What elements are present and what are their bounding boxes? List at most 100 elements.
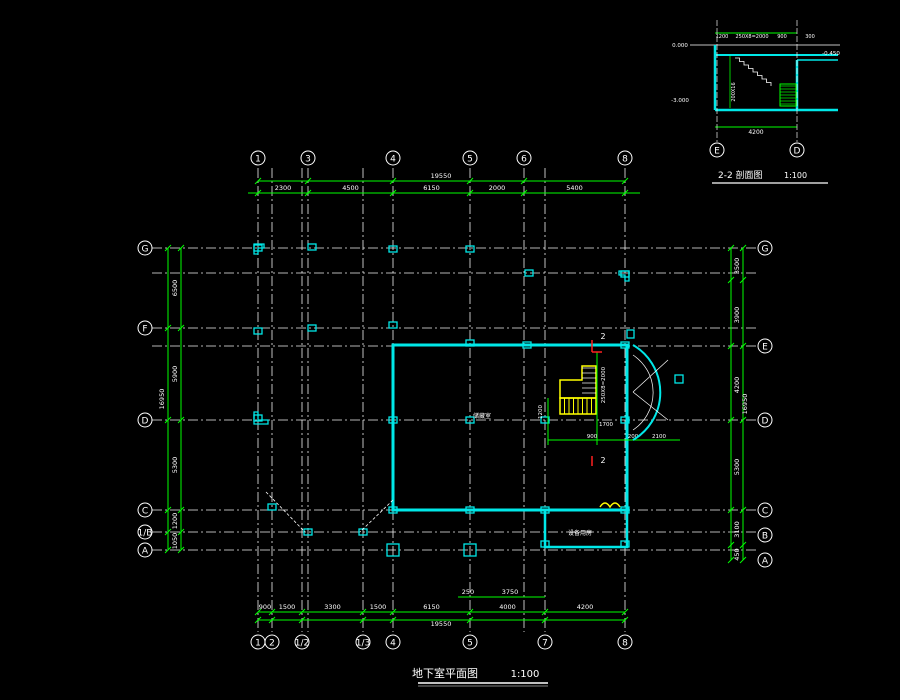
axis-bubble-right-label: D [762, 417, 769, 427]
dim-tick [177, 324, 185, 332]
axis-bubble-left [137, 542, 153, 558]
axis-bubble-right [757, 412, 773, 428]
bay-radius [632, 359, 669, 393]
axis-bubble-top-label: 3 [305, 155, 311, 165]
axis-bubble-left-label: A [142, 547, 149, 557]
axis-bubble-left-label: G [142, 245, 149, 255]
dim-tick [177, 546, 185, 554]
axis-bubble-bottom-label: 5 [467, 639, 473, 649]
section-level: 0.000 [672, 43, 688, 49]
stair-lower-flight [559, 397, 597, 415]
axis-bubble-top [385, 150, 401, 166]
plan-scale: 1:100 [511, 669, 540, 680]
axis-bubble-top [250, 150, 266, 166]
axis-bubble-bottom [617, 634, 633, 650]
dim-right-text: 4200 [733, 377, 741, 394]
dim-bottom-text: 900 [259, 603, 271, 611]
dim-tick [254, 616, 262, 624]
dim-tick [621, 616, 629, 624]
axis-bubble-bottom [462, 634, 478, 650]
column [267, 503, 277, 511]
dim-tick [177, 244, 185, 252]
axis-bubble-right-label: B [762, 532, 768, 542]
axis-bubble-bottom-label: 4 [390, 639, 396, 649]
pier [463, 543, 477, 557]
dim-tick [164, 416, 172, 424]
dim-tick [254, 177, 262, 185]
dim-tick [466, 189, 474, 197]
dim-tick [727, 556, 735, 564]
bay-diagonal [265, 491, 306, 533]
column [465, 245, 475, 253]
section-level: -3.000 [671, 98, 689, 104]
dim-tick [739, 342, 747, 350]
section-axis-bubble-label: E [714, 147, 720, 157]
column [465, 339, 475, 347]
column [388, 416, 398, 424]
column [540, 540, 550, 548]
dim-top-text: 5400 [566, 184, 583, 192]
dim-tick [727, 506, 735, 514]
dim-tick [254, 189, 262, 197]
axis-bubble-left-label: 1/B [138, 529, 153, 539]
axis-bubble-top-label: 1 [255, 155, 261, 165]
dim-tick [298, 608, 306, 616]
column [540, 506, 550, 514]
dim-tick [541, 608, 549, 616]
dim-tick [389, 608, 397, 616]
axis-bubble-bottom [355, 634, 371, 650]
room-label-storage: 储藏室 [473, 412, 491, 420]
axis-bubble-top [617, 150, 633, 166]
column [540, 416, 550, 424]
plan-title: 地下室平面图 [412, 666, 478, 680]
stair-note: 1200 [538, 405, 544, 419]
corner-column [253, 411, 269, 425]
dim-tick [739, 541, 747, 549]
corner-column [618, 270, 630, 282]
axis-bubble-bottom [294, 634, 310, 650]
section-stair [735, 57, 772, 86]
dim-tick [520, 177, 528, 185]
dim-tick [727, 276, 735, 284]
corner-column [253, 243, 265, 255]
dim-bottom-text: 6150 [423, 603, 440, 611]
door-swing [599, 502, 621, 509]
dim-tick [466, 608, 474, 616]
dim-tick [177, 528, 185, 536]
column [620, 416, 630, 424]
pier [386, 543, 400, 557]
section-axis-bubble-label: D [794, 147, 801, 157]
axis-bubble-bottom-label: 8 [622, 639, 628, 649]
axis-bubble-top [462, 150, 478, 166]
stair-note: 250X8=2000 [601, 366, 607, 403]
axis-bubble-right [757, 338, 773, 354]
dim-tick [177, 416, 185, 424]
dim-tick [177, 506, 185, 514]
axis-bubble-bottom [385, 634, 401, 650]
dim-tick [739, 506, 747, 514]
dim-right-text: 3900 [733, 307, 741, 324]
dim-tick [389, 177, 397, 185]
stair-note: 1700 [599, 422, 613, 428]
dim-left-text: 1050 [171, 533, 179, 550]
section-height-text: 200X16 [731, 82, 737, 101]
axis-bubble-top-label: 5 [467, 155, 473, 165]
axis-bubble-bottom [537, 634, 553, 650]
dim-tick [304, 189, 312, 197]
section-cut-label: 2 [600, 332, 605, 341]
axis-bubble-bottom-label: 1 [255, 639, 261, 649]
dim-top-total-text: 19550 [431, 172, 452, 180]
dim-bottom-sub-text: 250 [462, 588, 474, 596]
column [253, 327, 263, 335]
column [524, 269, 534, 277]
dim-bottom-text: 1500 [279, 603, 296, 611]
dim-left-text: 6500 [171, 280, 179, 297]
dim-tick [739, 416, 747, 424]
axis-bubble-left-label: D [142, 417, 149, 427]
section-dim-text: 900 [777, 34, 787, 40]
dim-top-text: 6150 [423, 184, 440, 192]
